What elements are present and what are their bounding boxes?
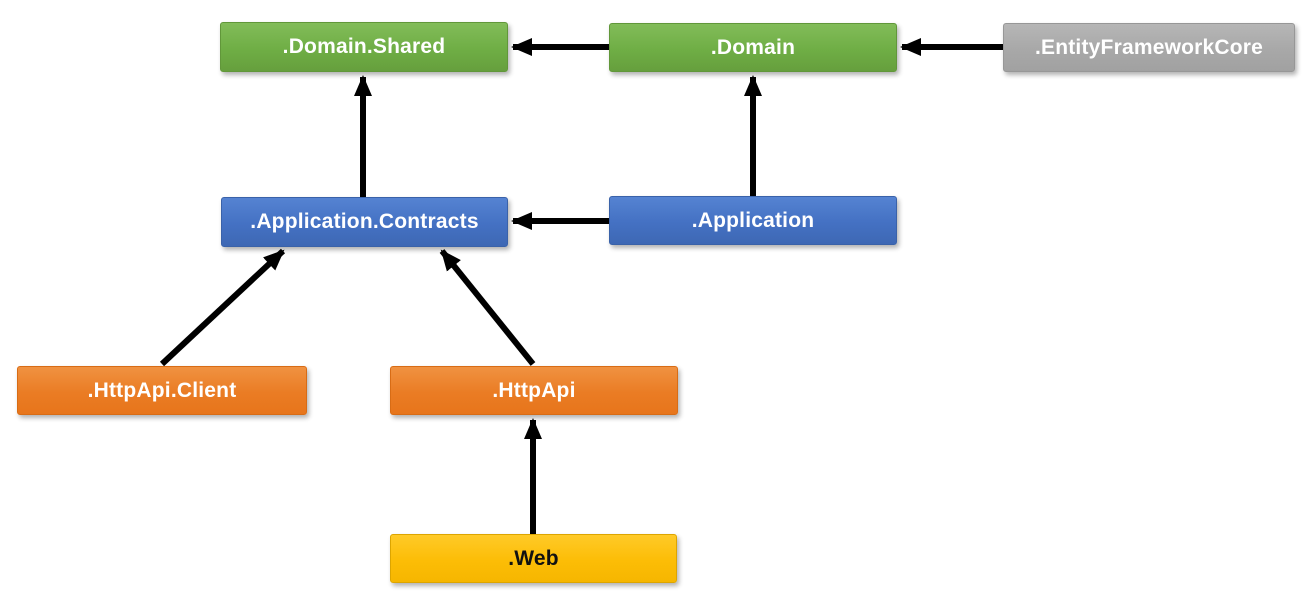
arrow-httpapi-to-application-contracts	[439, 249, 536, 366]
node-entityframeworkcore: .EntityFrameworkCore	[1003, 23, 1295, 72]
node-application-contracts: .Application.Contracts	[221, 197, 508, 247]
node-entityframeworkcore-label: .EntityFrameworkCore	[1034, 35, 1264, 59]
node-domain: .Domain	[609, 23, 897, 72]
node-httpapi-label: .HttpApi	[492, 378, 576, 402]
node-domain-shared: .Domain.Shared	[220, 22, 508, 72]
node-domain-label: .Domain	[710, 35, 796, 59]
node-web-label: .Web	[508, 546, 559, 570]
node-domain-shared-label: .Domain.Shared	[282, 35, 446, 58]
node-httpapi: .HttpApi	[390, 366, 678, 415]
node-httpapi-client: .HttpApi.Client	[17, 366, 307, 415]
node-httpapi-client-label: .HttpApi.Client	[87, 378, 237, 402]
arrow-httpapi-client-to-application-contracts	[159, 248, 286, 367]
node-application-contracts-label: .Application.Contracts	[250, 210, 479, 233]
node-web: .Web	[390, 534, 677, 583]
node-application: .Application	[609, 196, 897, 245]
node-application-label: .Application	[691, 208, 815, 232]
